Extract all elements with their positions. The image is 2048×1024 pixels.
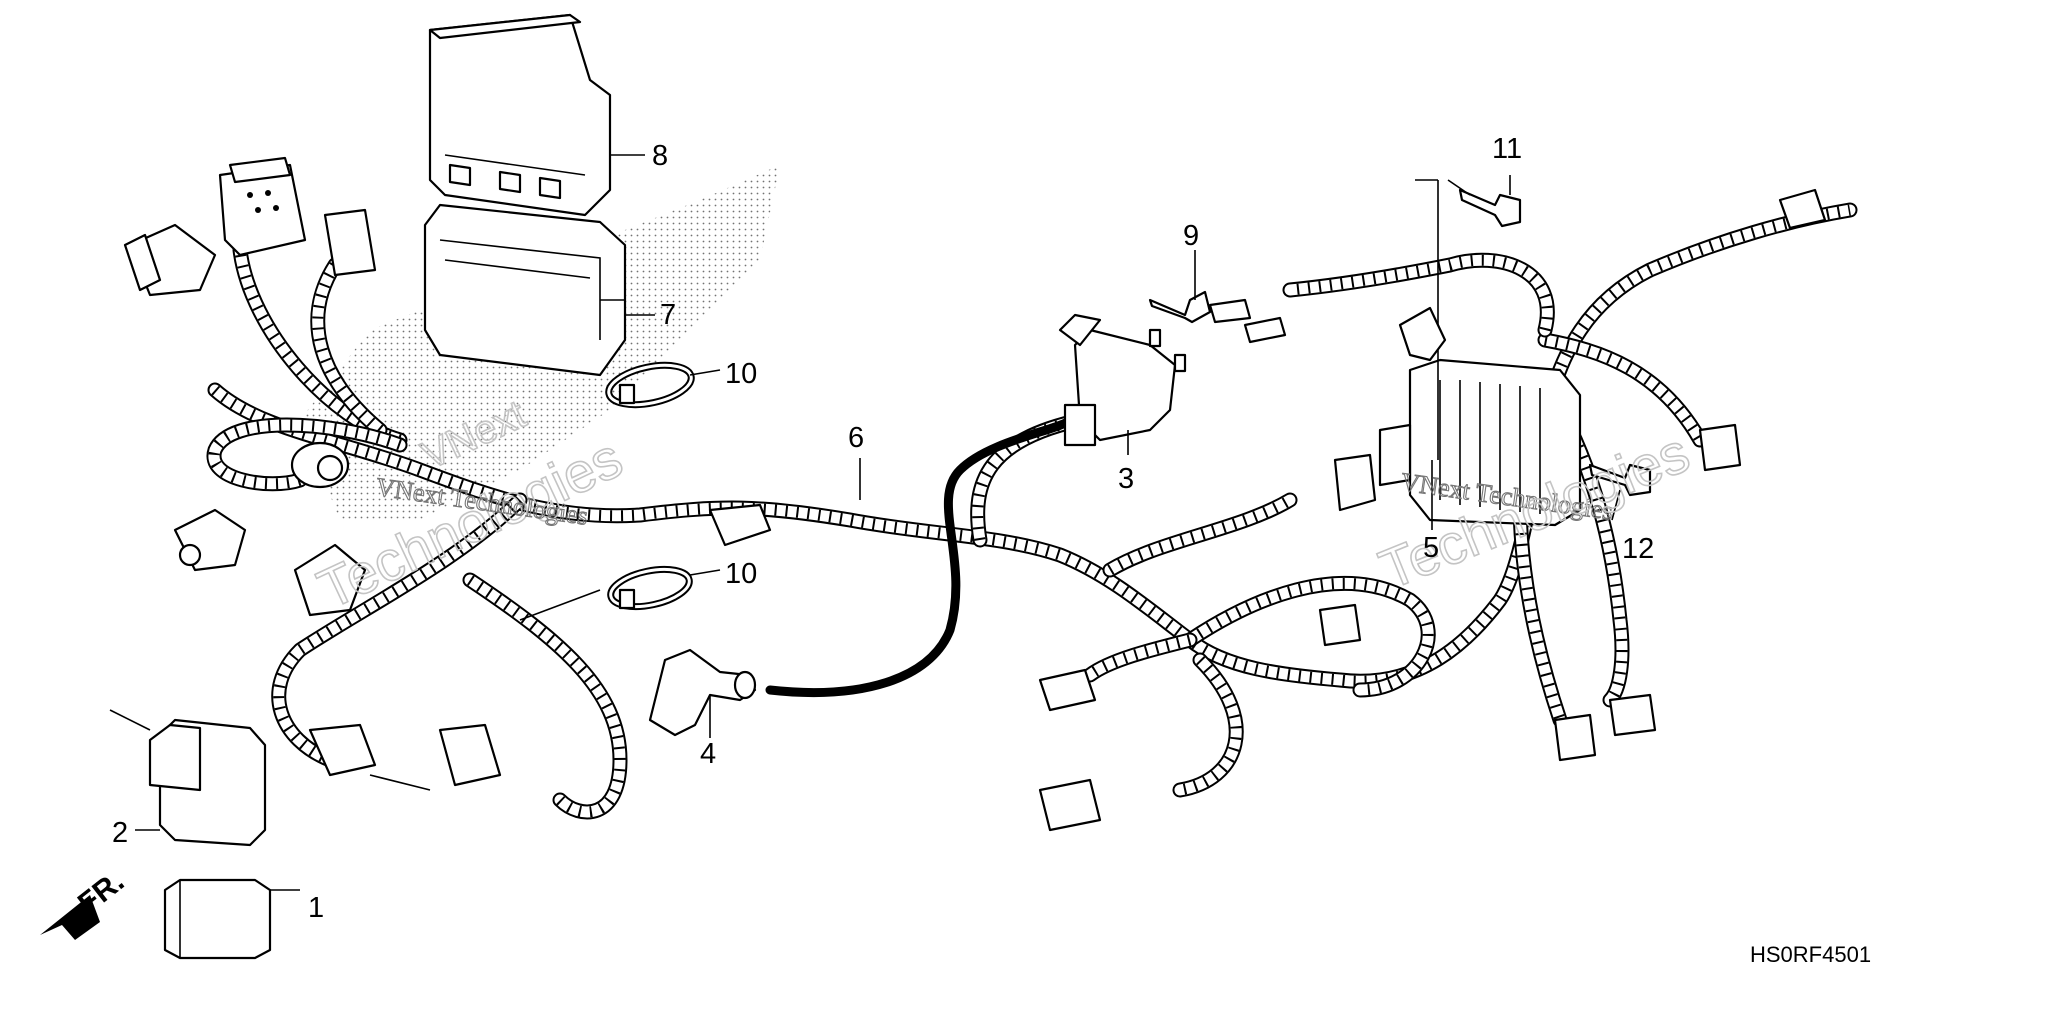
callout-8: 8 xyxy=(652,140,668,172)
stay-bracket xyxy=(1398,306,1447,362)
callout-10-lower: 10 xyxy=(725,558,757,590)
starter-relay xyxy=(1058,313,1187,447)
front-direction-arrow: FR. xyxy=(40,865,130,940)
control-unit xyxy=(109,709,267,847)
callout-7: 7 xyxy=(660,299,676,331)
callout-6: 6 xyxy=(848,422,864,454)
diagram-code: HS0RF4501 xyxy=(1750,942,1871,967)
callout-11: 11 xyxy=(1492,133,1522,165)
connector-group xyxy=(123,156,1827,832)
bolt-9 xyxy=(1148,290,1212,324)
bolt-11 xyxy=(1415,179,1522,460)
callout-4: 4 xyxy=(700,738,716,770)
callout-labels: 1 2 3 4 5 6 7 8 9 10 10 11 12 xyxy=(112,133,1654,924)
ecu-module xyxy=(428,13,612,217)
wire-band-lower xyxy=(607,565,693,611)
unit-cover xyxy=(163,878,272,960)
callout-2: 2 xyxy=(112,817,128,849)
wire-band-upper xyxy=(605,361,695,409)
regulator-rectifier xyxy=(1378,358,1582,527)
callout-10-upper: 10 xyxy=(725,358,757,390)
callout-12: 12 xyxy=(1622,533,1654,565)
spark-plug-cap xyxy=(648,648,757,737)
leader-lines xyxy=(135,154,1621,891)
callout-5: 5 xyxy=(1423,532,1439,564)
callout-9: 9 xyxy=(1183,220,1199,252)
callout-3: 3 xyxy=(1118,463,1134,495)
ecu-rubber-holder xyxy=(423,203,627,377)
callout-1: 1 xyxy=(308,892,324,924)
spark-plug-lead xyxy=(765,415,1075,697)
bolt-12 xyxy=(1588,463,1652,497)
main-wire-harness xyxy=(206,202,1858,820)
